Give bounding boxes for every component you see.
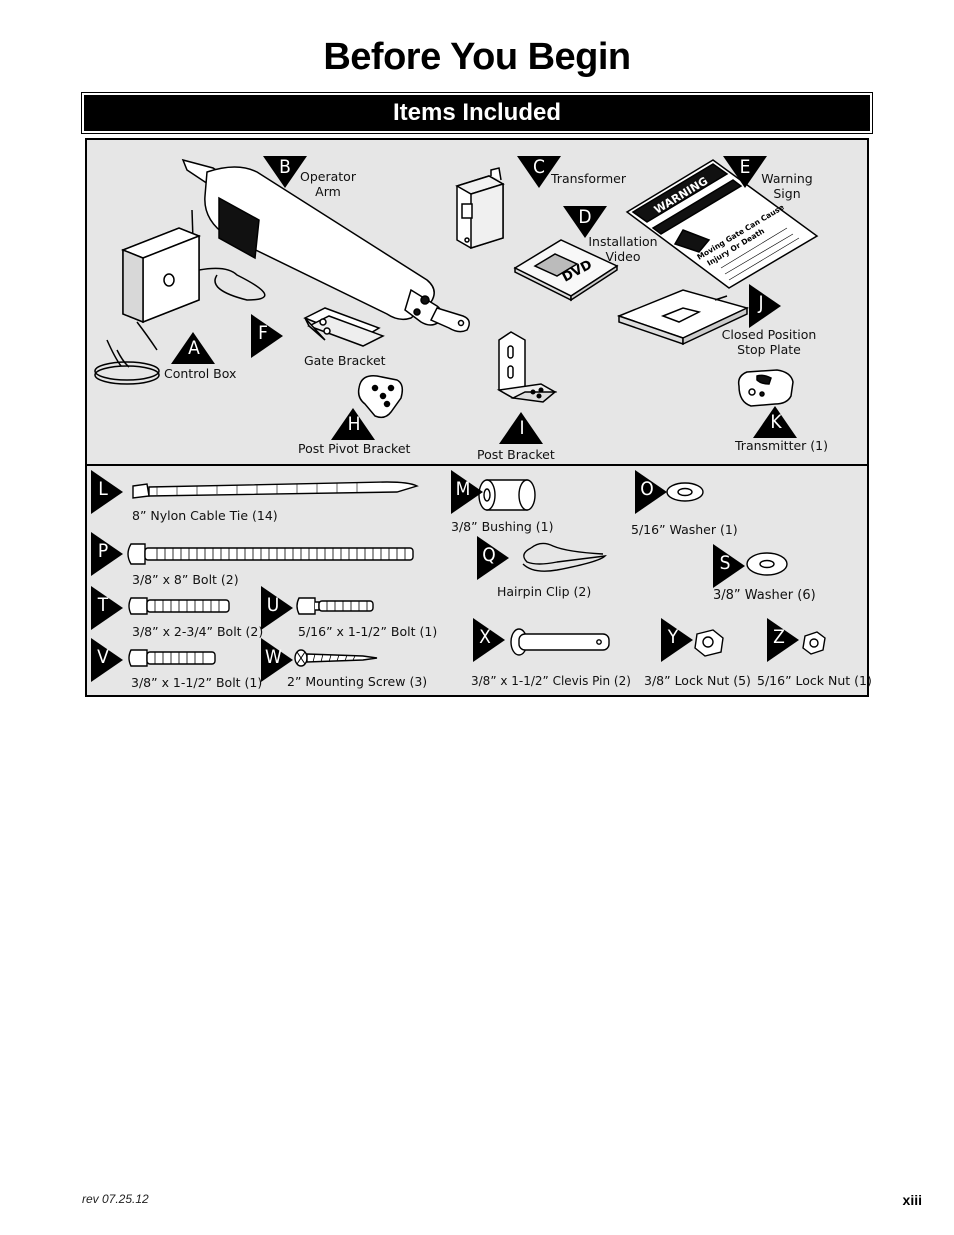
item-l-marker: L bbox=[91, 470, 123, 514]
item-a-label: Control Box bbox=[164, 366, 237, 381]
item-y-marker: Y bbox=[661, 618, 693, 662]
bushing-illustration bbox=[478, 479, 536, 511]
gate-bracket-illustration bbox=[303, 307, 385, 347]
stop-plate-illustration bbox=[616, 289, 750, 346]
item-c-marker: C bbox=[517, 156, 561, 188]
item-p-label: 3/8” x 8” Bolt (2) bbox=[132, 572, 239, 587]
item-q-marker: Q bbox=[477, 536, 509, 580]
item-w-label: 2” Mounting Screw (3) bbox=[287, 674, 428, 689]
page-number: xiii bbox=[902, 1192, 922, 1208]
transmitter-illustration bbox=[737, 369, 794, 407]
item-v-marker: V bbox=[91, 638, 123, 682]
item-i-label: Post Bracket bbox=[477, 447, 555, 462]
post-bracket-illustration bbox=[496, 331, 558, 403]
bolt-long-illustration bbox=[127, 543, 414, 565]
mounting-screw-illustration bbox=[294, 649, 378, 667]
item-o-marker: O bbox=[635, 470, 667, 514]
section-banner: Items Included bbox=[81, 92, 873, 134]
bolt-medium-illustration bbox=[128, 597, 230, 615]
item-f-marker: F bbox=[251, 314, 283, 358]
item-e-marker: E bbox=[723, 156, 767, 188]
item-m-label: 3/8” Bushing (1) bbox=[451, 519, 554, 534]
item-l-label: 8” Nylon Cable Tie (14) bbox=[132, 508, 278, 523]
item-a-marker: A bbox=[171, 332, 215, 364]
item-q-label: Hairpin Clip (2) bbox=[497, 584, 592, 599]
item-y-label: 3/8” Lock Nut (5) bbox=[644, 673, 751, 688]
item-f-label: Gate Bracket bbox=[304, 353, 386, 368]
cable-tie-illustration bbox=[132, 481, 419, 499]
item-w-marker: W bbox=[261, 638, 293, 682]
control-box-illustration bbox=[94, 209, 266, 385]
bolt-short-illustration bbox=[128, 649, 216, 667]
page-title: Before You Begin bbox=[323, 36, 631, 78]
item-j-marker: J bbox=[749, 284, 781, 328]
items-panel-large: DVD WARNING Moving Gate Can Cause Injury… bbox=[85, 138, 869, 466]
item-u-marker: U bbox=[261, 586, 293, 630]
washer-large-illustration bbox=[746, 552, 788, 576]
item-x-marker: X bbox=[473, 618, 505, 662]
item-h-label: Post Pivot Bracket bbox=[298, 441, 411, 456]
item-h-marker: H bbox=[331, 408, 375, 440]
hairpin-clip-illustration bbox=[522, 542, 607, 572]
hardware-illustrations bbox=[127, 479, 826, 667]
item-s-marker: S bbox=[713, 544, 745, 588]
item-b-marker: B bbox=[263, 156, 307, 188]
item-v-label: 3/8” x 1-1/2” Bolt (1) bbox=[131, 675, 263, 690]
item-t-marker: T bbox=[91, 586, 123, 630]
bolt-5-16-illustration bbox=[296, 597, 374, 615]
lock-nut-small-illustration bbox=[802, 631, 826, 655]
item-d-marker: D bbox=[563, 206, 607, 238]
lock-nut-large-illustration bbox=[694, 629, 724, 657]
revision-date: rev 07.25.12 bbox=[82, 1192, 149, 1206]
item-k-label: Transmitter (1) bbox=[735, 438, 828, 453]
item-x-label: 3/8” x 1-1/2” Clevis Pin (2) bbox=[471, 674, 631, 688]
item-z-marker: Z bbox=[767, 618, 799, 662]
item-s-label: 3/8” Washer (6) bbox=[713, 588, 816, 603]
clevis-pin-illustration bbox=[510, 628, 610, 656]
items-panel-hardware: L 8” Nylon Cable Tie (14) M 3/8” Bushing… bbox=[85, 464, 872, 697]
washer-small-illustration bbox=[666, 482, 704, 502]
item-t-label: 3/8” x 2-3/4” Bolt (2) bbox=[132, 624, 264, 639]
dvd-illustration: DVD bbox=[513, 239, 619, 302]
item-c-label: Transformer bbox=[551, 171, 627, 186]
operator-arm-illustration bbox=[181, 158, 470, 333]
post-pivot-bracket-illustration bbox=[357, 375, 404, 419]
item-m-marker: M bbox=[451, 470, 483, 514]
large-items-illustrations: DVD WARNING Moving Gate Can Cause Injury… bbox=[94, 158, 819, 419]
item-p-marker: P bbox=[91, 532, 123, 576]
item-o-label: 5/16” Washer (1) bbox=[631, 522, 738, 537]
item-u-label: 5/16” x 1-1/2” Bolt (1) bbox=[298, 624, 438, 639]
item-i-marker: I bbox=[499, 412, 543, 444]
transformer-illustration bbox=[455, 167, 505, 250]
item-z-label: 5/16” Lock Nut (1) bbox=[757, 673, 872, 688]
item-k-marker: K bbox=[753, 406, 797, 438]
